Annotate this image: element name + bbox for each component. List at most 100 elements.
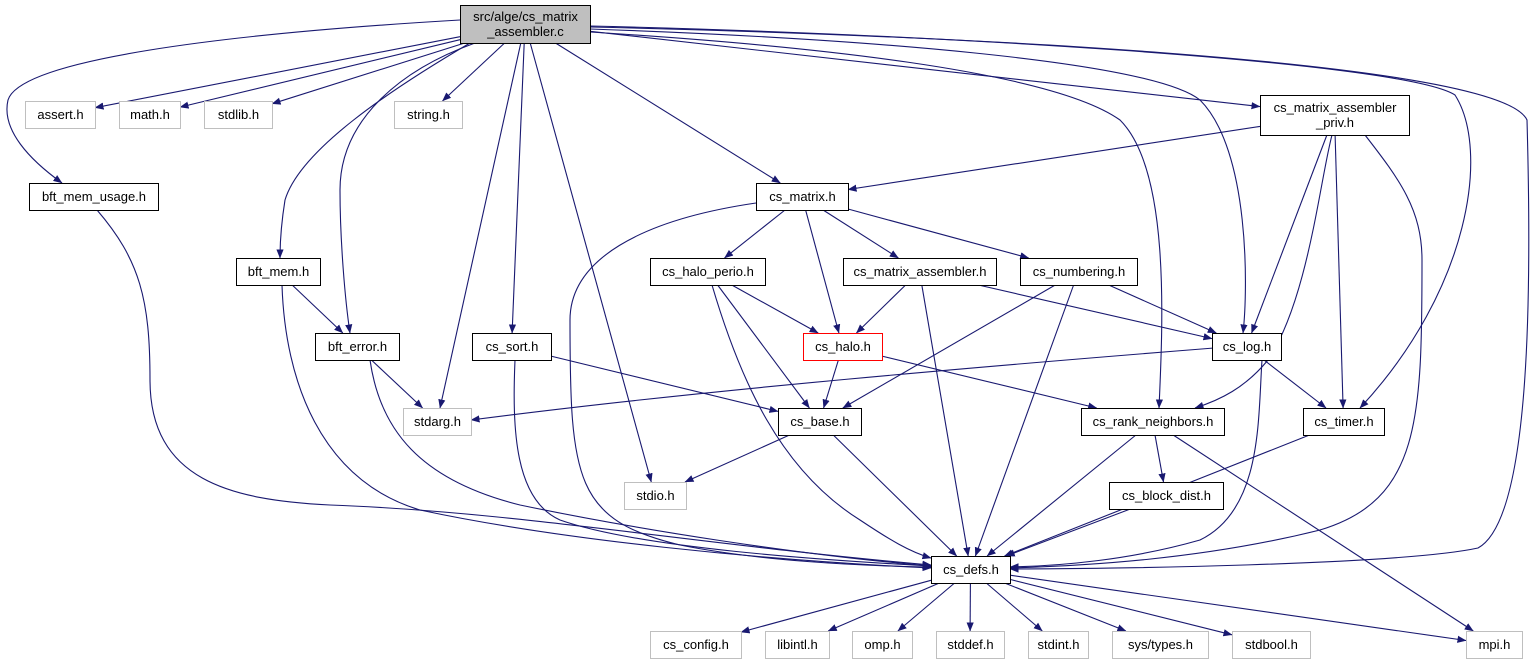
edge-csdefs-to-mpi <box>1009 574 1467 643</box>
node-bfterror[interactable]: bft_error.h <box>315 333 400 361</box>
edge-assembler-to-cslog <box>978 284 1213 341</box>
node-priv[interactable]: cs_matrix_assembler_priv.h <box>1260 95 1410 136</box>
node-cstimer[interactable]: cs_timer.h <box>1303 408 1385 436</box>
edge-cslog-to-stdarg <box>470 347 1215 423</box>
node-label-csdefs: cs_defs.h <box>943 562 999 577</box>
node-root[interactable]: src/alge/cs_matrix_assembler.c <box>460 5 591 44</box>
node-label-string: string.h <box>407 107 450 122</box>
edge-priv-to-cstimer <box>1334 134 1347 409</box>
node-box-mpi <box>1466 631 1523 659</box>
edge-haloperio-to-csdefs <box>711 284 932 560</box>
node-label-assert: assert.h <box>37 107 83 122</box>
node-omp: omp.h <box>852 631 913 659</box>
edge-rankneighbors-to-blockdist <box>1154 434 1166 483</box>
node-stdio: stdio.h <box>624 482 687 510</box>
edge-root-to-bfterror <box>339 42 476 334</box>
node-assembler[interactable]: cs_matrix_assembler.h <box>843 258 997 286</box>
node-box-csconfig <box>650 631 742 659</box>
node-blockdist[interactable]: cs_block_dist.h <box>1109 482 1224 510</box>
node-box-systypes <box>1112 631 1209 659</box>
node-label-bftmem: bft_mem.h <box>248 264 309 279</box>
node-label-csmatrix: cs_matrix.h <box>769 189 835 204</box>
edge-csdefs-to-stdint <box>985 582 1043 632</box>
edge-root-to-bftmem <box>276 42 471 259</box>
node-label-systypes: sys/types.h <box>1128 637 1193 652</box>
node-label-stdarg: stdarg.h <box>414 414 461 429</box>
edge-root-to-math <box>179 39 461 109</box>
edge-csmatrix-to-csdefs <box>569 202 932 571</box>
edge-cshalo-to-rankneighbors <box>881 355 1098 410</box>
node-box-haloperio <box>650 258 766 286</box>
node-label-cstimer: cs_timer.h <box>1314 414 1373 429</box>
edge-root-to-cstimer <box>589 25 1472 409</box>
node-label-haloperio: cs_halo_perio.h <box>662 264 754 279</box>
edge-priv-to-csdefs <box>1009 134 1423 572</box>
edge-cshalo-to-csbase <box>822 359 839 409</box>
edge-root-to-rankneighbors <box>589 31 1163 409</box>
node-label-priv: _priv.h <box>1315 115 1354 130</box>
node-box-bfterror <box>315 333 400 361</box>
node-box-cssort <box>472 333 552 361</box>
node-label-csbase: cs_base.h <box>790 414 849 429</box>
node-cssort[interactable]: cs_sort.h <box>472 333 552 361</box>
node-box-bftmem <box>236 258 321 286</box>
edge-assembler-to-cshalo <box>856 284 906 334</box>
node-numbering[interactable]: cs_numbering.h <box>1020 258 1138 286</box>
edge-bftmemusage-to-csdefs <box>96 209 932 568</box>
node-label-numbering: cs_numbering.h <box>1033 264 1126 279</box>
node-csmatrix[interactable]: cs_matrix.h <box>756 183 849 211</box>
edges-layer <box>6 19 1530 643</box>
node-cshalo[interactable]: cs_halo.h <box>803 333 883 361</box>
node-box-blockdist <box>1109 482 1224 510</box>
node-stddef: stddef.h <box>936 631 1005 659</box>
node-label-root: _assembler.c <box>486 24 564 39</box>
edge-cssort-to-csbase <box>550 355 779 413</box>
node-box-stdlib <box>204 101 273 129</box>
node-csdefs[interactable]: cs_defs.h <box>931 556 1011 584</box>
node-csconfig: cs_config.h <box>650 631 742 659</box>
node-assert: assert.h <box>25 101 96 129</box>
node-box-libintl <box>765 631 830 659</box>
node-label-omp: omp.h <box>864 637 900 652</box>
edge-csmatrix-to-assembler <box>822 209 899 259</box>
node-bftmemusage[interactable]: bft_mem_usage.h <box>29 183 159 211</box>
edge-csdefs-to-libintl <box>827 582 940 632</box>
node-label-stdint: stdint.h <box>1038 637 1080 652</box>
node-box-bftmemusage <box>29 183 159 211</box>
node-csbase[interactable]: cs_base.h <box>778 408 862 436</box>
edge-blockdist-to-csdefs <box>1005 508 1131 557</box>
edge-numbering-to-csdefs <box>974 284 1075 557</box>
edge-root-to-assert <box>94 36 461 110</box>
node-box-math <box>119 101 181 129</box>
edge-csbase-to-stdio <box>684 434 790 483</box>
edge-root-to-string <box>442 42 505 102</box>
node-label-stdio: stdio.h <box>636 488 674 503</box>
node-label-math: math.h <box>130 107 170 122</box>
node-label-cslog: cs_log.h <box>1223 339 1271 354</box>
node-string: string.h <box>394 101 463 129</box>
node-haloperio[interactable]: cs_halo_perio.h <box>650 258 766 286</box>
edge-bftmem-to-bfterror <box>291 284 344 334</box>
node-rankneighbors[interactable]: cs_rank_neighbors.h <box>1081 408 1225 436</box>
node-label-libintl: libintl.h <box>777 637 817 652</box>
edge-root-to-csmatrix <box>555 42 781 184</box>
edge-bftmem-to-csdefs <box>281 284 932 572</box>
edge-rankneighbors-to-csdefs <box>986 434 1137 557</box>
node-stdbool: stdbool.h <box>1232 631 1311 659</box>
node-stdlib: stdlib.h <box>204 101 273 129</box>
node-box-stdint <box>1028 631 1089 659</box>
node-label-csconfig: cs_config.h <box>663 637 729 652</box>
edge-root-to-cslog <box>589 28 1248 334</box>
edge-root-to-stdlib <box>271 42 465 105</box>
node-box-stdbool <box>1232 631 1311 659</box>
node-label-blockdist: cs_block_dist.h <box>1122 488 1211 503</box>
node-bftmem[interactable]: bft_mem.h <box>236 258 321 286</box>
node-cslog[interactable]: cs_log.h <box>1212 333 1282 361</box>
node-box-stddef <box>936 631 1005 659</box>
node-box-assembler <box>843 258 997 286</box>
node-label-stdbool: stdbool.h <box>1245 637 1298 652</box>
node-label-root: src/alge/cs_matrix <box>473 9 578 24</box>
node-label-stdlib: stdlib.h <box>218 107 259 122</box>
edge-bfterror-to-stdarg <box>371 359 423 409</box>
edge-csmatrix-to-cshalo <box>805 209 841 334</box>
